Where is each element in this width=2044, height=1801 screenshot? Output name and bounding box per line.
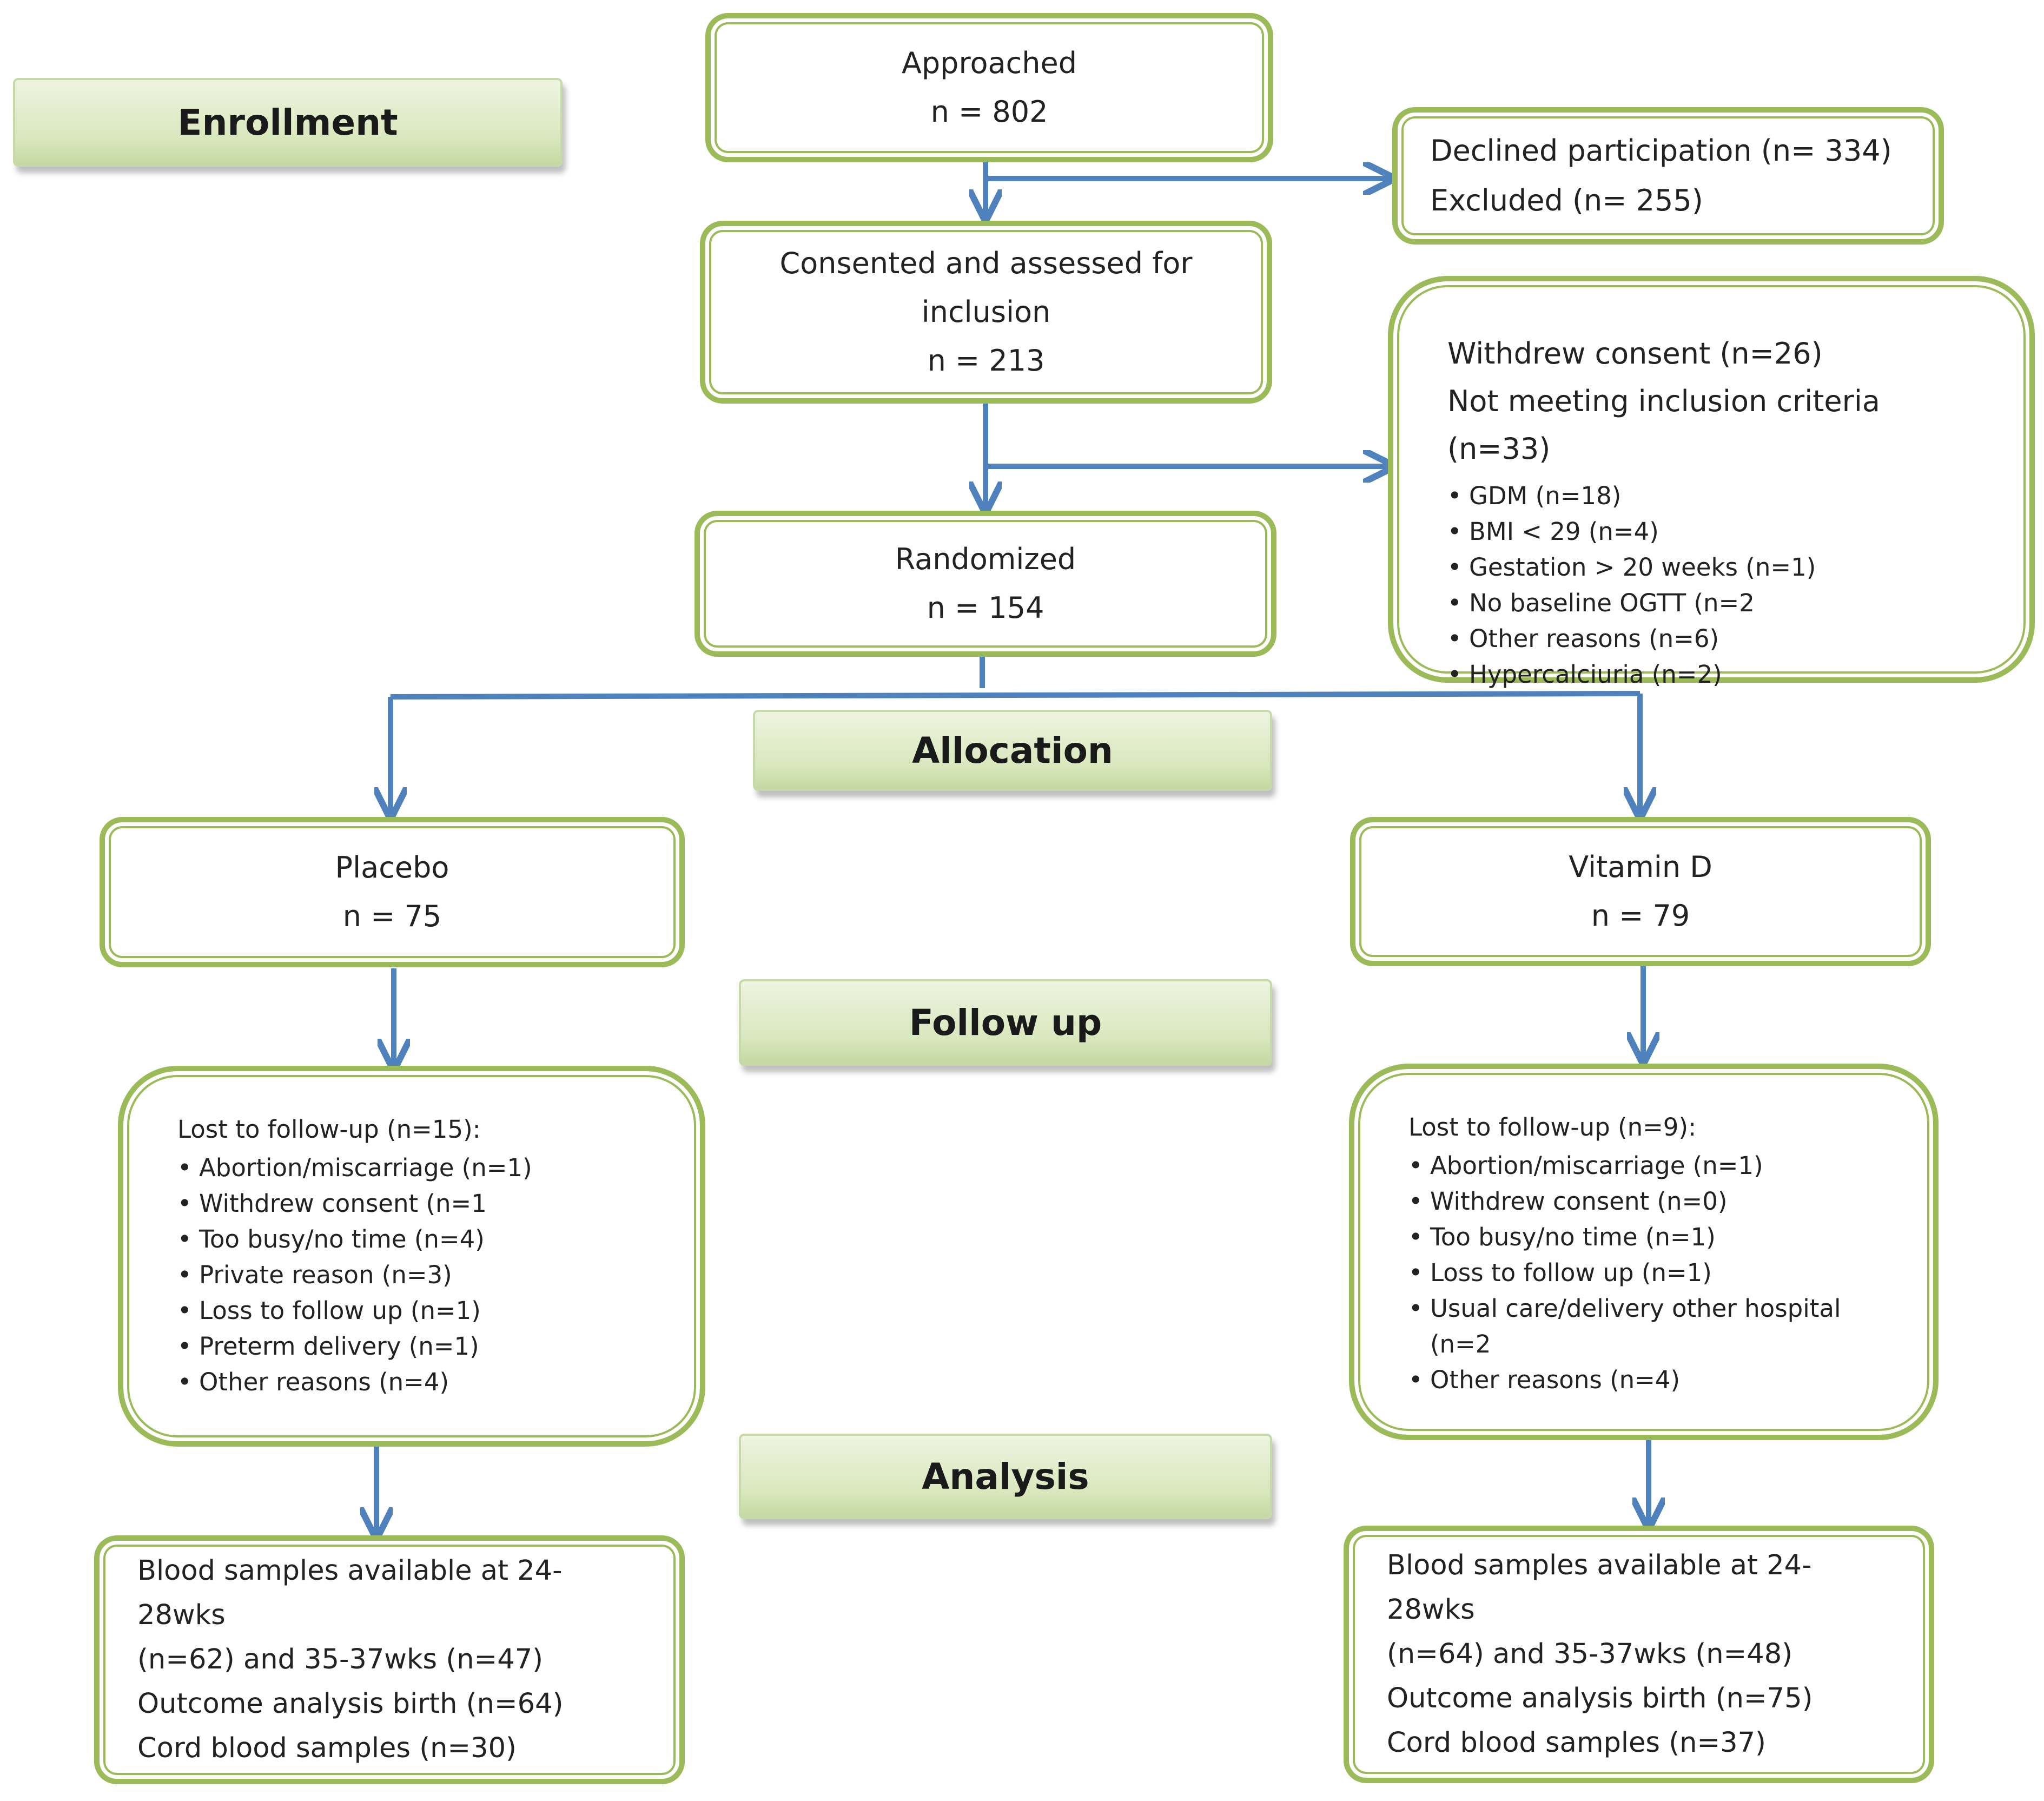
- vitamin-d-box: Vitamin D n = 79: [1350, 817, 1931, 966]
- list-item: Abortion/miscarriage (n=1): [1408, 1148, 1879, 1184]
- approached-title: Approached: [901, 46, 1077, 80]
- placebo-lost-reasons-list: Abortion/miscarriage (n=1) Withdrew cons…: [177, 1150, 646, 1400]
- list-item: Withdrew consent (n=0): [1408, 1184, 1879, 1219]
- placebo-analysis-line: Blood samples available at 24-28wks: [137, 1555, 563, 1631]
- vitamin-d-count: n = 79: [1591, 899, 1690, 933]
- list-item: Private reason (n=3): [177, 1257, 646, 1293]
- consented-line2: inclusion: [921, 295, 1051, 329]
- vitd-analysis-line: Cord blood samples (n=37): [1387, 1727, 1766, 1759]
- randomized-count: n = 154: [927, 591, 1044, 625]
- randomized-box: Randomized n = 154: [694, 511, 1276, 657]
- consented-box: Consented and assessed for inclusion n =…: [700, 221, 1272, 404]
- stage-label-follow-up: Follow up: [739, 979, 1272, 1066]
- placebo-count: n = 75: [342, 899, 442, 933]
- placebo-analysis-line: Outcome analysis birth (n=64): [137, 1688, 564, 1720]
- placebo-analysis-line: (n=62) and 35-37wks (n=47): [137, 1644, 544, 1675]
- placebo-title: Placebo: [335, 850, 449, 885]
- declined-box: Declined participation (n= 334) Excluded…: [1392, 107, 1944, 245]
- vitd-analysis-line: Blood samples available at 24-28wks: [1387, 1549, 1812, 1626]
- vitd-analysis-box: Blood samples available at 24-28wks (n=6…: [1344, 1526, 1934, 1783]
- stage-label-allocation: Allocation: [753, 710, 1272, 791]
- approached-count: n = 802: [930, 95, 1048, 129]
- vitd-lost-reasons-list: Abortion/miscarriage (n=1) Withdrew cons…: [1408, 1148, 1879, 1398]
- stage-label-enrollment: Enrollment: [13, 78, 563, 167]
- list-item: No baseline OGTT (n=2: [1447, 585, 1975, 621]
- line-allocation-split: [390, 691, 1641, 700]
- list-item: Withdrew consent (n=1: [177, 1186, 646, 1222]
- not-meeting-criteria-text: Not meeting inclusion criteria (n=33): [1447, 384, 1880, 466]
- withdrew-box: Withdrew consent (n=26) Not meeting incl…: [1388, 276, 2035, 692]
- declined-participation-text: Declined participation (n= 334): [1430, 134, 1892, 168]
- list-item: GDM (n=18): [1447, 478, 1975, 514]
- vitd-analysis-line: (n=64) and 35-37wks (n=48): [1387, 1638, 1793, 1670]
- list-item: BMI < 29 (n=4): [1447, 514, 1975, 550]
- list-item: Hypercalciuria (n=2): [1447, 657, 1975, 692]
- placebo-lost-box: Lost to follow-up (n=15): Abortion/misca…: [118, 1066, 705, 1447]
- consented-line1: Consented and assessed for: [779, 246, 1193, 280]
- list-item: Abortion/miscarriage (n=1): [177, 1150, 646, 1186]
- list-item: Preterm delivery (n=1): [177, 1329, 646, 1364]
- excluded-text: Excluded (n= 255): [1430, 183, 1703, 217]
- placebo-analysis-line: Cord blood samples (n=30): [137, 1732, 517, 1764]
- vitd-lost-box: Lost to follow-up (n=9): Abortion/miscar…: [1349, 1064, 1939, 1440]
- vitamin-d-title: Vitamin D: [1569, 850, 1712, 884]
- exclusion-reasons-list: GDM (n=18) BMI < 29 (n=4) Gestation > 20…: [1447, 478, 1975, 692]
- list-item: Too busy/no time (n=4): [177, 1222, 646, 1257]
- stage-label-analysis: Analysis: [739, 1434, 1272, 1519]
- vitd-analysis-line: Outcome analysis birth (n=75): [1387, 1683, 1813, 1714]
- list-item: Other reasons (n=4): [1408, 1362, 1879, 1398]
- placebo-analysis-box: Blood samples available at 24-28wks (n=6…: [94, 1535, 685, 1784]
- withdrew-consent-text: Withdrew consent (n=26): [1447, 337, 1823, 371]
- list-item: Other reasons (n=6): [1447, 621, 1975, 657]
- placebo-lost-heading: Lost to follow-up (n=15):: [177, 1115, 481, 1144]
- approached-box: Approached n = 802: [705, 13, 1273, 162]
- consented-count: n = 213: [927, 344, 1045, 378]
- list-item: Usual care/delivery other hospital (n=2: [1408, 1291, 1879, 1362]
- list-item: Loss to follow up (n=1): [177, 1293, 646, 1329]
- vitd-lost-heading: Lost to follow-up (n=9):: [1408, 1113, 1697, 1142]
- placebo-box: Placebo n = 75: [100, 817, 685, 967]
- list-item: Too busy/no time (n=1): [1408, 1219, 1879, 1255]
- randomized-title: Randomized: [895, 542, 1076, 576]
- list-item: Loss to follow up (n=1): [1408, 1255, 1879, 1291]
- list-item: Gestation > 20 weeks (n=1): [1447, 550, 1975, 585]
- list-item: Other reasons (n=4): [177, 1364, 646, 1400]
